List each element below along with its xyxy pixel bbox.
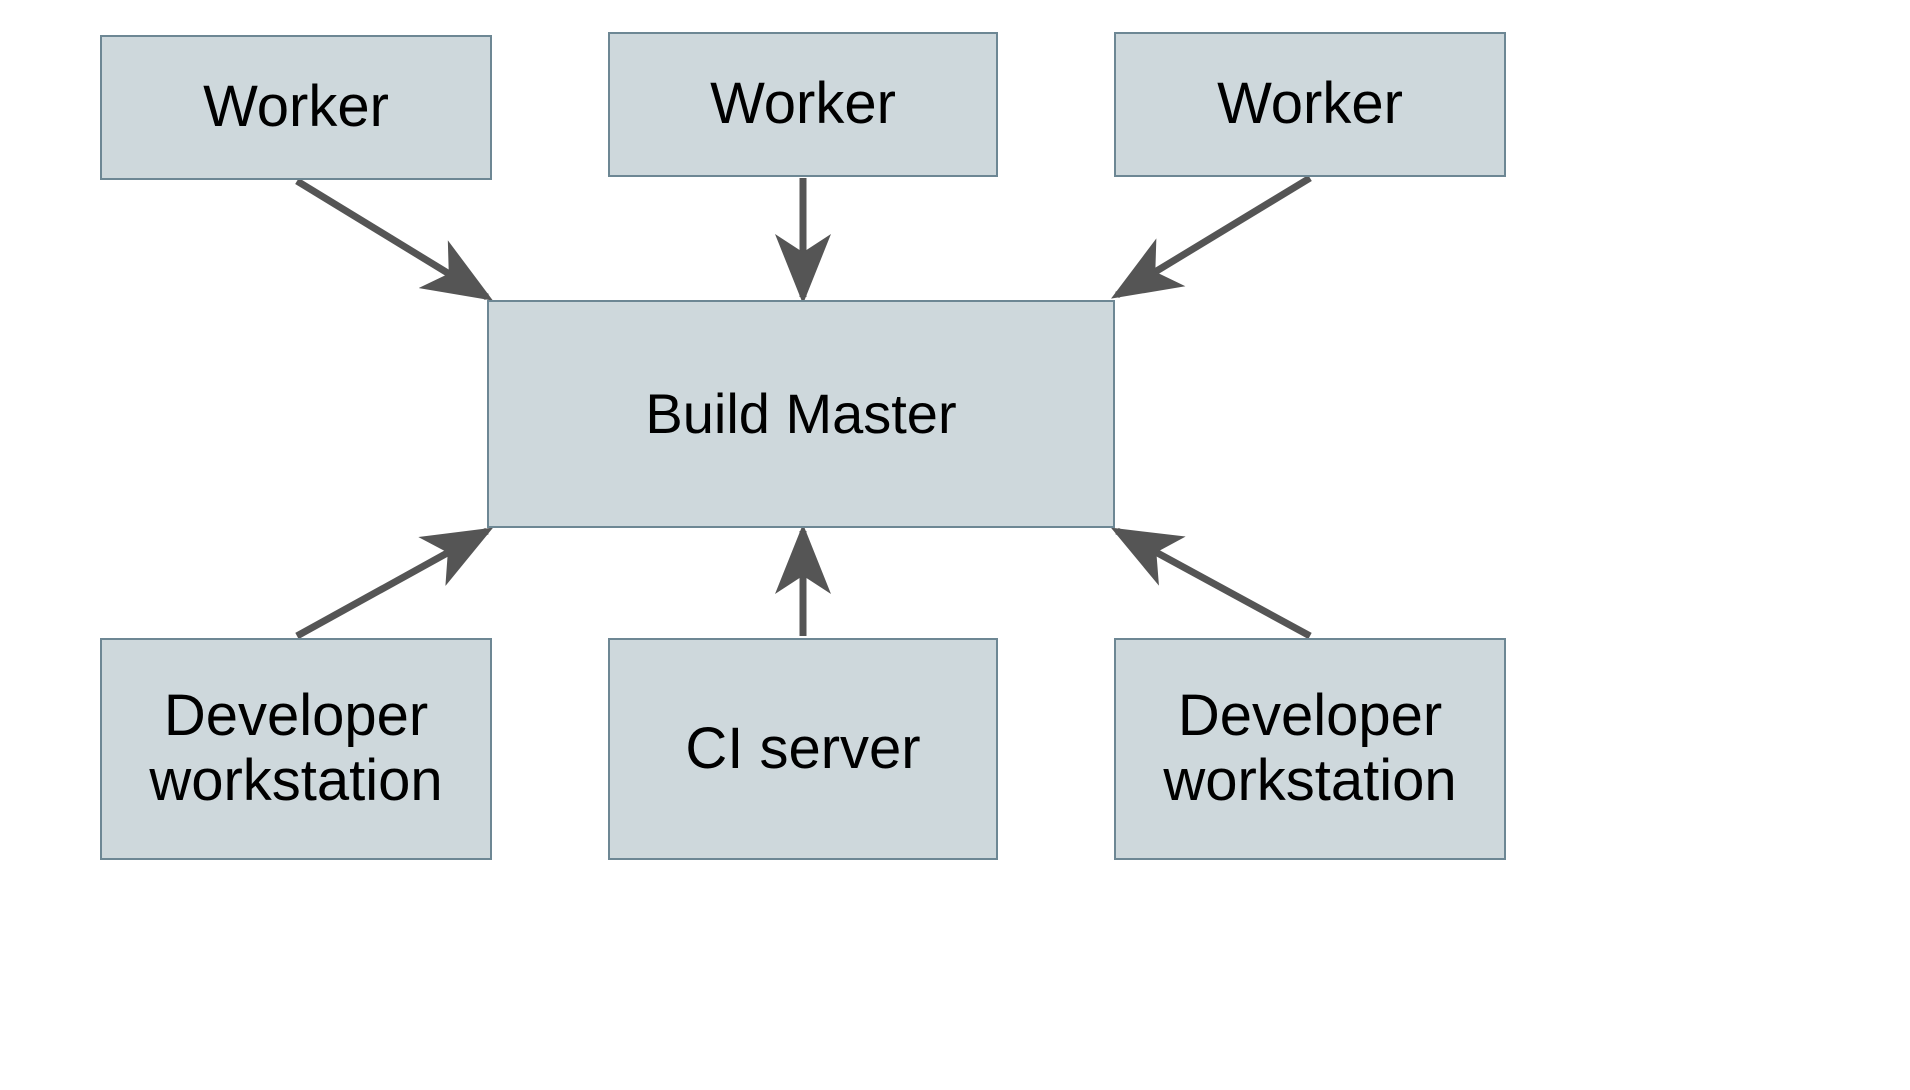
edge-worker-left-to-master: [295, 178, 493, 301]
node-dev-workstation-right[interactable]: Developer workstation: [1114, 638, 1506, 860]
node-label-dev-workstation-right: Developer workstation: [1163, 683, 1457, 813]
node-label-worker-center: Worker: [710, 71, 896, 137]
edge-dev-left-to-master: [295, 527, 494, 640]
node-dev-workstation-left[interactable]: Developer workstation: [100, 638, 492, 860]
node-worker-left[interactable]: Worker: [100, 35, 492, 180]
node-worker-center[interactable]: Worker: [608, 32, 998, 177]
node-ci-server[interactable]: CI server: [608, 638, 998, 860]
node-label-worker-right: Worker: [1217, 71, 1403, 137]
edge-worker-right-to-master: [1111, 175, 1312, 299]
node-label-dev-workstation-left: Developer workstation: [149, 683, 443, 813]
node-worker-right[interactable]: Worker: [1114, 32, 1506, 177]
node-label-ci-server: CI server: [685, 715, 921, 781]
node-label-worker-left: Worker: [203, 74, 389, 140]
node-build-master[interactable]: Build Master: [487, 300, 1115, 528]
node-label-build-master: Build Master: [645, 381, 957, 445]
edge-dev-right-to-master: [1110, 527, 1312, 640]
